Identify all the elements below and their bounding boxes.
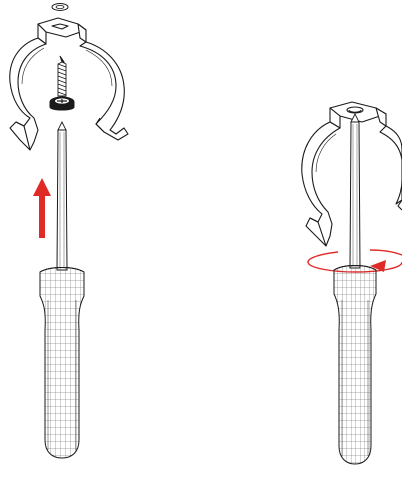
- screwdriver-shaft: [57, 122, 67, 270]
- washer: [52, 4, 68, 11]
- screwdriver-handle: [40, 268, 84, 459]
- arrow-up-icon: [33, 178, 51, 238]
- panel-right: [302, 102, 402, 464]
- panel-left: [10, 4, 128, 459]
- pipe-clamp-bracket: [10, 18, 128, 150]
- screwdriver-shaft-right: [350, 114, 360, 268]
- tapping-screw: [50, 56, 74, 110]
- screwdriver-handle-right: [334, 266, 376, 465]
